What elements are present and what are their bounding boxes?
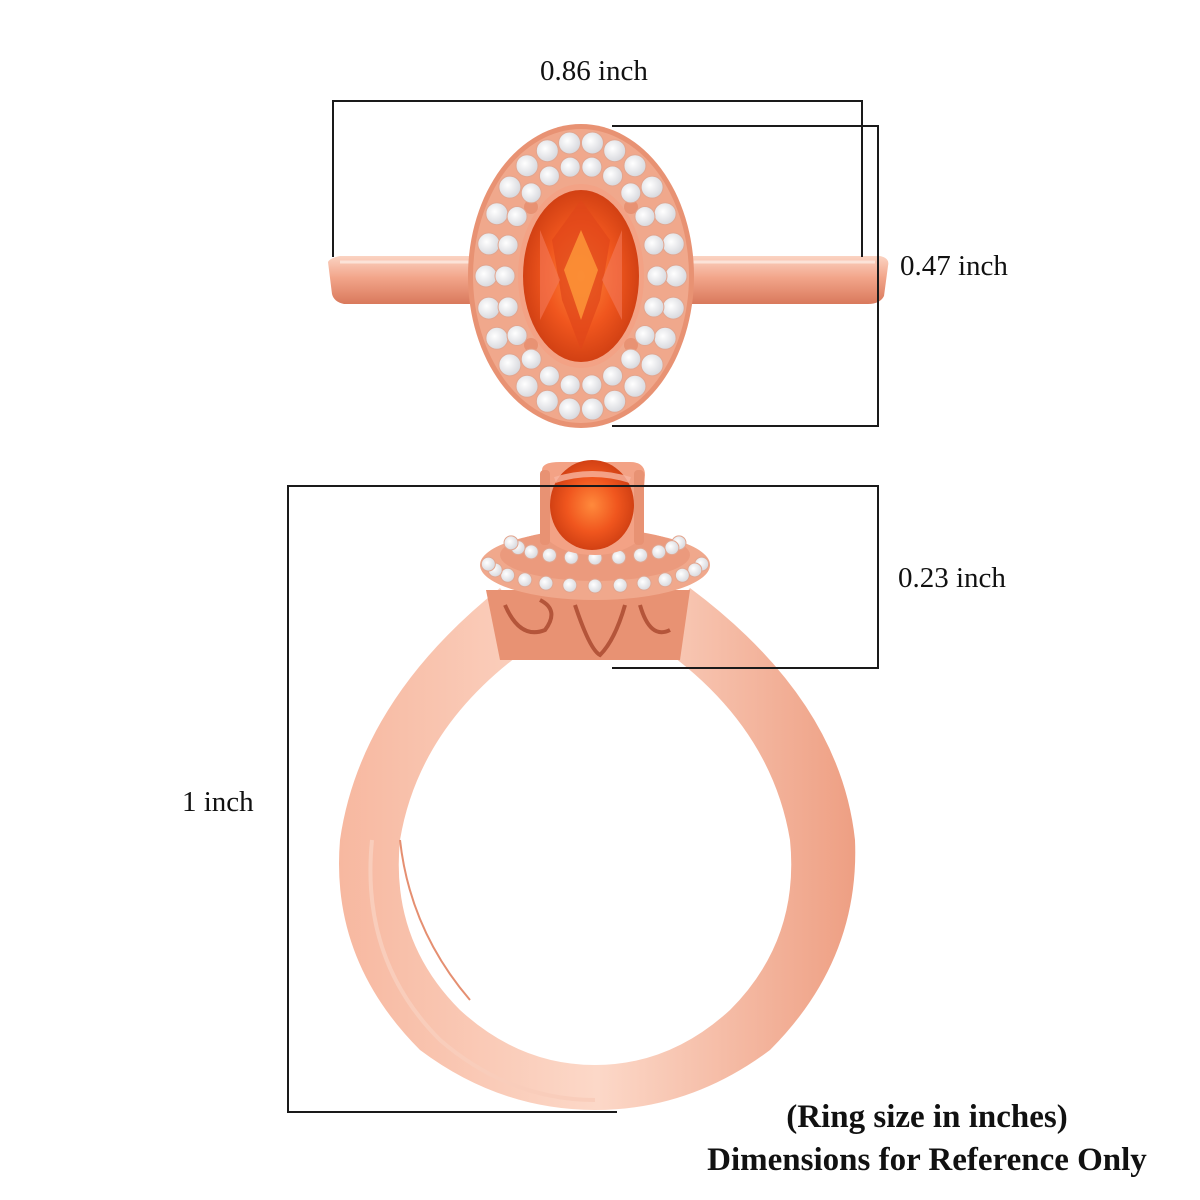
top-view-ring <box>328 124 889 428</box>
total-height-dimension-bracket <box>287 485 617 1113</box>
total-height-dimension-label: 1 inch <box>182 786 254 818</box>
ring-size-note: (Ring size in inches) <box>786 1099 1068 1135</box>
top-height-dimension-label: 0.47 inch <box>900 250 1008 282</box>
reference-disclaimer: Dimensions for Reference Only <box>707 1142 1147 1178</box>
width-dimension-bracket <box>332 100 863 257</box>
top-height-dimension-bracket <box>612 125 879 427</box>
width-dimension-label: 0.86 inch <box>540 55 648 87</box>
head-height-dimension-label: 0.23 inch <box>898 562 1006 594</box>
head-height-dimension-bracket <box>612 485 879 669</box>
